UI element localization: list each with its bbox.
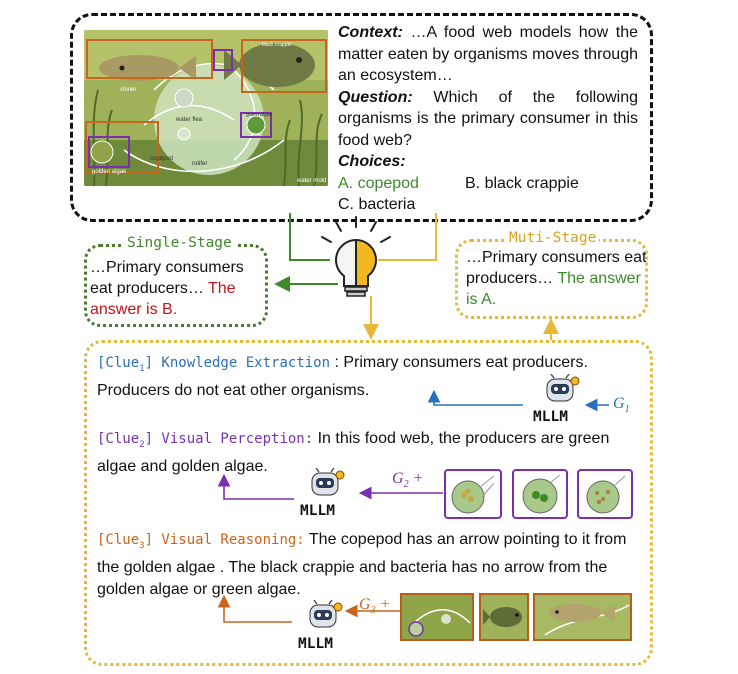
- clue2-mllm-label: MLLM: [300, 503, 335, 519]
- golden-algae-crop: [444, 469, 502, 519]
- multi-stage-text: …Primary consumers eat producers… The an…: [466, 247, 648, 310]
- choice-c: C. bacteria: [338, 196, 416, 213]
- single-stage-text: …Primary consumers eat producers… The an…: [90, 257, 268, 320]
- clue3-block: [Clue3] Visual Reasoning: The copepod ha…: [97, 529, 645, 601]
- scene-label-shiner: shiner: [120, 87, 137, 93]
- scene-label-water-flea: water flea: [176, 117, 203, 123]
- clue2-tag: [Clue2] Visual Perception:: [97, 431, 314, 450]
- question-label: Question:: [338, 88, 413, 106]
- clue2-block: [Clue2] Visual Perception: In this food …: [97, 428, 645, 478]
- question-text: Context: …A food web models how the matt…: [338, 22, 638, 216]
- question-body: Which of the following organisms is the …: [338, 88, 638, 149]
- multi-stage-title: Muti-Stage: [506, 230, 600, 246]
- clue1-mllm-label: MLLM: [533, 409, 568, 425]
- robot-icon: [305, 467, 345, 498]
- clue3-tag: [Clue3] Visual Reasoning:: [97, 532, 305, 551]
- context-panel: [70, 13, 653, 222]
- multi-stage-body: …Primary consumers eat producers…: [466, 249, 647, 287]
- scene-label-copepod: copepod: [150, 156, 174, 162]
- clue3-text: The copepod has an arrow pointing to it …: [97, 531, 627, 598]
- clue1-text: Primary consumers eat producers. Produce…: [97, 354, 588, 399]
- clue-panel: [84, 340, 653, 666]
- single-stage-title: Single-Stage: [124, 235, 235, 251]
- choice-b: B. black crappie: [465, 174, 579, 192]
- scene-label-golden-algae: golden algae: [92, 169, 127, 175]
- clue3-mllm-label: MLLM: [298, 636, 333, 652]
- food-web-image: shiner water flea copepod golden algae r…: [84, 30, 328, 186]
- lightbulb-icon: [321, 216, 391, 297]
- bacteria-crop: [577, 469, 633, 519]
- clue2-g-label: G2 +: [392, 470, 424, 491]
- choice-a: A. copepod: [338, 174, 419, 192]
- scene-label-rotifer: rotifer: [192, 161, 208, 167]
- single-stage-answer: The answer is B.: [90, 280, 236, 318]
- clue1-block: [Clue1] Knowledge Extraction : Primary c…: [97, 352, 642, 402]
- context-text: …A food web models how the matter eaten …: [338, 24, 638, 84]
- context-label: Context:: [338, 24, 403, 41]
- multi-stage-answer: The answer is A.: [466, 270, 641, 308]
- shiner-crop: [533, 593, 632, 641]
- robot-icon: [303, 599, 343, 630]
- scene-label-green-algae: green algae: [246, 112, 273, 118]
- choices-label: Choices:: [338, 153, 406, 170]
- black-crappie-crop: [479, 593, 529, 641]
- robot-icon: [540, 373, 580, 404]
- scene-label-black-crappie: black crappie: [262, 42, 292, 48]
- clue2-text: In this food web, the producers are gree…: [97, 430, 610, 475]
- clue3-g-label: G3 +: [359, 596, 391, 617]
- green-algae-crop: [512, 469, 568, 519]
- clue1-tag: [Clue1] Knowledge Extraction: [97, 355, 331, 374]
- copepod-region-crop: [400, 593, 474, 641]
- clue1-g-label: G1: [613, 395, 630, 416]
- clue1-sep: :: [330, 354, 344, 371]
- scene-label-water-mold: water mold: [297, 178, 327, 184]
- single-stage-body: …Primary consumers eat producers…: [90, 259, 244, 297]
